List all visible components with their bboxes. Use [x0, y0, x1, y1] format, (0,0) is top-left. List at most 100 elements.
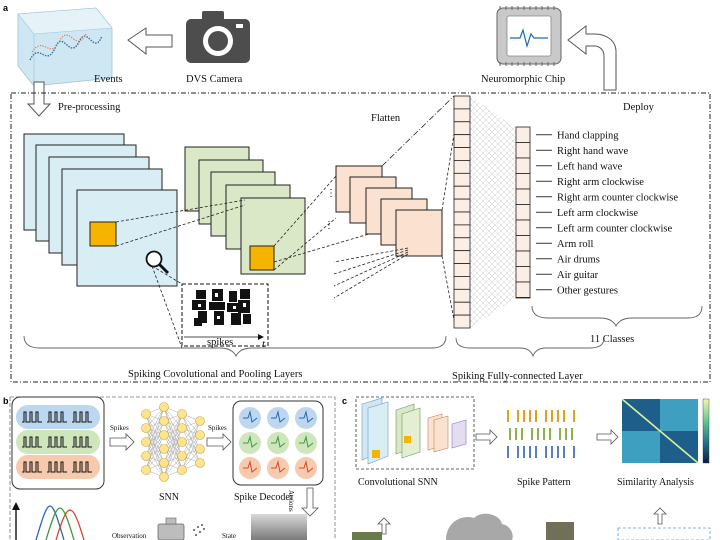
conv-layers-label: Spiking Covolutional and Pooling Layers	[128, 369, 302, 380]
panel-b-letter: b	[3, 396, 9, 406]
spike-train	[72, 436, 92, 448]
flatten-cell	[453, 263, 471, 277]
spikes-label-2: Spikes	[208, 424, 227, 432]
flatten-cell	[453, 198, 471, 213]
flatten-cell	[453, 288, 471, 303]
spikes-inset	[181, 283, 269, 347]
decoder-cell	[295, 407, 317, 429]
output-neuron	[515, 281, 531, 298]
neuron	[159, 402, 169, 412]
environment-thumbnail	[251, 514, 307, 540]
decoder-cell	[267, 407, 289, 429]
flatten-cell	[453, 237, 471, 252]
robot-chip-icon	[157, 517, 185, 540]
synapse	[163, 427, 183, 478]
decoder-trace	[271, 410, 286, 423]
flatten-cell	[453, 95, 471, 110]
camera-label: DVS Camera	[186, 74, 243, 85]
synapse	[145, 406, 165, 443]
synapse	[181, 420, 201, 471]
fc-connections	[470, 96, 516, 328]
flatten-column	[453, 95, 471, 329]
fc-layer-label: Spiking Fully-connected Layer	[452, 371, 583, 382]
panel-b-frame	[9, 396, 336, 540]
class-label: Right arm counter clockwise	[557, 192, 678, 203]
conv-snn-thumbnail	[355, 396, 475, 470]
neuron	[141, 451, 151, 461]
output-neuron	[515, 235, 531, 252]
decoder-trace	[271, 460, 286, 473]
spike-train	[47, 461, 67, 473]
spike-pattern-raster	[507, 410, 575, 458]
neuron	[141, 409, 151, 419]
spike-train	[47, 411, 67, 423]
output-neuron	[515, 266, 531, 283]
raster-thumbnail	[617, 527, 711, 540]
spike-train	[22, 436, 42, 448]
flatten-cell	[453, 172, 471, 187]
decoder-trace	[243, 410, 258, 423]
spikes-label-1: Spikes	[110, 424, 129, 432]
kernel-highlight	[89, 221, 117, 247]
camera-icon	[186, 11, 250, 63]
dots-pattern-icon	[193, 524, 205, 536]
output-neuron	[515, 173, 531, 190]
neuron	[195, 444, 205, 454]
flatten-cell	[453, 250, 471, 264]
decoder-trace	[243, 435, 258, 448]
deploy-label: Deploy	[623, 102, 655, 113]
decoder-label: Spike Decoder	[234, 492, 294, 503]
neuron	[141, 423, 151, 433]
synapse	[145, 406, 165, 457]
neuron	[195, 458, 205, 468]
synapse	[163, 441, 183, 478]
class-label: Air guitar	[557, 270, 599, 281]
neuron	[141, 437, 151, 447]
decoder-cell	[295, 432, 317, 454]
output-neuron	[515, 204, 531, 221]
arrow-down-icon	[26, 81, 52, 117]
spike-decoder	[232, 400, 324, 486]
decoder-cell	[239, 457, 261, 479]
decoder-trace	[299, 435, 314, 448]
panel-c-letter: c	[342, 396, 347, 406]
observation-label: Observation	[112, 532, 147, 540]
conv-brace	[23, 335, 447, 358]
class-label: Air drums	[557, 254, 600, 265]
spike-train	[22, 411, 42, 423]
spikes-label: spikes	[207, 337, 233, 348]
flatten-cell	[453, 224, 471, 239]
flatten-cell	[453, 134, 471, 148]
output-neuron	[515, 250, 531, 267]
neuron	[177, 465, 187, 475]
spike-train	[72, 461, 92, 473]
decoder-trace	[299, 460, 314, 473]
decoder-trace	[271, 435, 286, 448]
spike-pattern-label: Spike Pattern	[517, 477, 571, 488]
up-arrow-icon-2	[653, 507, 667, 525]
neuron	[177, 451, 187, 461]
decoder-trace	[243, 460, 258, 473]
class-label: Right hand wave	[557, 146, 628, 157]
events-label: Events	[94, 74, 123, 85]
neuron	[141, 465, 151, 475]
fc-brace	[455, 337, 605, 358]
synapse	[181, 434, 201, 471]
spike-train	[72, 411, 92, 423]
class-label: Hand clapping	[557, 130, 619, 141]
decoder-cell	[295, 457, 317, 479]
class-label: Arm roll	[557, 239, 594, 250]
output-column	[515, 126, 531, 299]
output-neuron	[515, 297, 531, 299]
decoder-trace	[299, 410, 314, 423]
panel-a-letter: a	[3, 3, 9, 13]
up-arrow-icon-1	[377, 517, 391, 535]
conv-feature-maps	[23, 133, 178, 287]
photo-thumbnail-2	[546, 522, 574, 540]
time-symbol: t	[262, 338, 266, 350]
input-spike-grid	[11, 396, 105, 490]
neuron	[177, 423, 187, 433]
neuron	[159, 430, 169, 440]
classes-brace	[531, 305, 703, 328]
